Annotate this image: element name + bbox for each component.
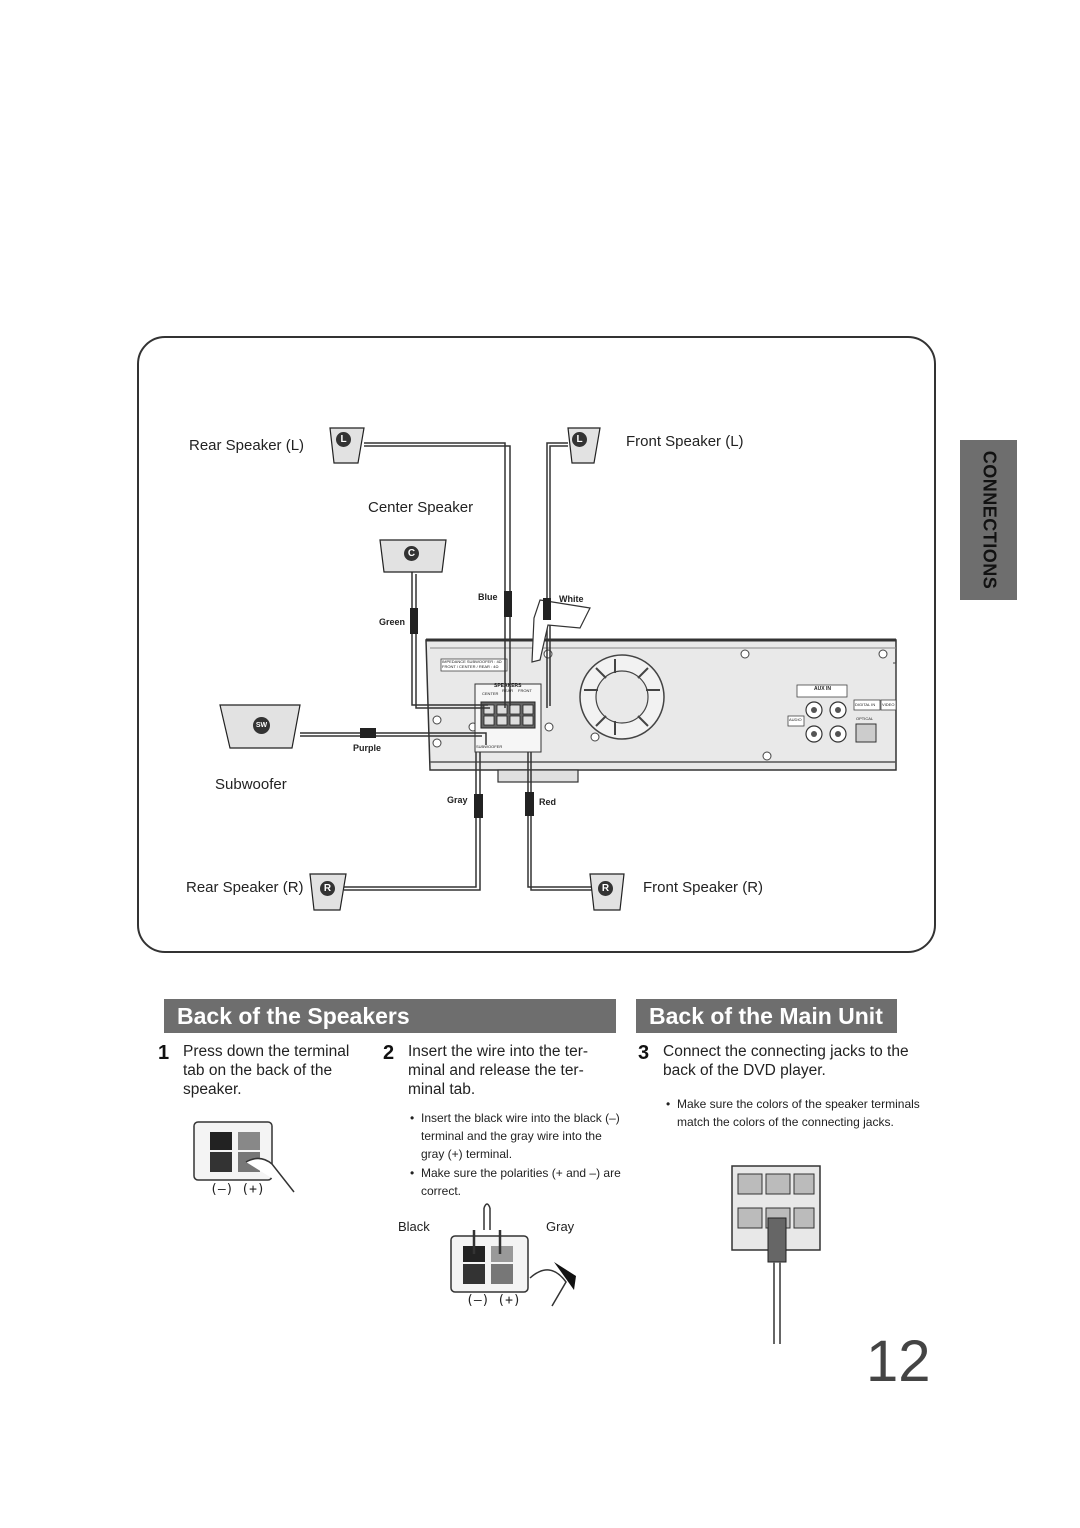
- step-3-number: 3: [638, 1042, 650, 1064]
- label-rear-speaker-right: Rear Speaker (R): [186, 879, 304, 896]
- step-2-text: Insert the wire into the ter- minal and …: [408, 1043, 589, 1098]
- digital-in-label: DIGITAL IN: [855, 702, 876, 707]
- wire-label-gray-bottom: Gray: [546, 1219, 575, 1234]
- badge-rear-left: L: [336, 432, 351, 447]
- badge-front-right: R: [598, 881, 613, 896]
- terminal-press-illustration: [193, 1121, 295, 1193]
- step-3-text: Connect the connecting jacks to the back…: [663, 1043, 909, 1079]
- optical-label: OPTICAL: [856, 716, 874, 721]
- speakers-label: SPEAKERS: [494, 683, 522, 689]
- badge-subwoofer: SW: [253, 717, 270, 734]
- connection-diagram: [137, 336, 936, 953]
- label-subwoofer: Subwoofer: [215, 776, 287, 793]
- jack-connection-illustration: [731, 1165, 821, 1344]
- connections-tab: CONNECTIONS: [960, 440, 1017, 600]
- step-2-bullet-2: Make sure the polarities (+ and –) are c…: [410, 1164, 625, 1200]
- subwoofer-terminal-label: SUBWOOFER: [476, 744, 503, 749]
- label-front-speaker-right: Front Speaker (R): [643, 879, 764, 896]
- wire-label-black: Black: [398, 1219, 430, 1234]
- wire-label-blue: Blue: [478, 592, 498, 602]
- step-2-number: 2: [383, 1042, 395, 1064]
- impedance-label: IMPEDANCE SUBWOOFER : 4Ω FRONT / CENTER …: [442, 659, 502, 669]
- back-of-main-unit-heading: Back of the Main Unit: [636, 999, 897, 1033]
- step-2-bullet-1: Insert the black wire into the black (–)…: [410, 1109, 625, 1163]
- badge-center: C: [404, 546, 419, 561]
- page-number: 12: [866, 1329, 931, 1394]
- wire-label-white: White: [559, 594, 584, 604]
- audio-label: AUDIO: [789, 717, 802, 722]
- label-rear-speaker-left: Rear Speaker (L): [189, 437, 305, 454]
- wire-label-red: Red: [539, 797, 557, 807]
- step-1-text: Press down the terminal tab on the back …: [183, 1043, 350, 1098]
- aux-in-label: AUX IN: [814, 686, 831, 692]
- terminal-signs-1: (–) (+): [210, 1182, 265, 1197]
- center-terminal-label: CENTER: [482, 691, 499, 696]
- back-of-speakers-heading: Back of the Speakers: [164, 999, 616, 1033]
- video-label: VIDEO: [882, 702, 895, 707]
- label-front-speaker-left: Front Speaker (L): [626, 433, 744, 450]
- front-terminal-label: FRONT: [518, 688, 532, 693]
- badge-front-left: L: [572, 432, 587, 447]
- wire-label-purple: Purple: [353, 743, 382, 753]
- main-unit-back-panel: [425, 638, 897, 783]
- step-1-number: 1: [158, 1042, 170, 1064]
- wiring-illustration: [219, 427, 897, 911]
- wire-insert-illustration: [450, 1203, 576, 1307]
- step-3-bullet-1: Make sure the colors of the speaker term…: [666, 1095, 953, 1131]
- terminal-signs-2: (–) (+): [466, 1293, 521, 1308]
- wire-label-green: Green: [379, 617, 406, 627]
- label-center-speaker: Center Speaker: [368, 499, 474, 516]
- badge-rear-right: R: [320, 881, 335, 896]
- wire-label-gray: Gray: [447, 795, 468, 805]
- rear-terminal-label: REAR: [502, 688, 514, 693]
